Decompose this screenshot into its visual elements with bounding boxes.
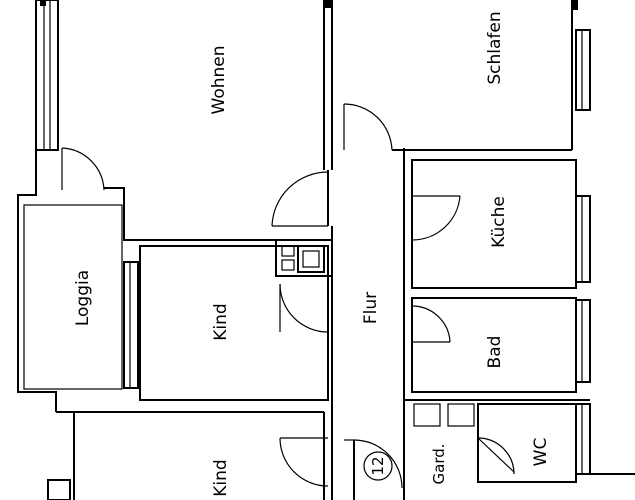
gard-wc-area bbox=[404, 399, 635, 483]
label-kind-upper: Kind bbox=[211, 303, 231, 340]
schlafen-door bbox=[343, 103, 572, 151]
entrance-door bbox=[344, 439, 403, 500]
unit-number-badge: 12 bbox=[363, 451, 393, 481]
kind-room-lower bbox=[47, 411, 325, 500]
kueche-room bbox=[411, 159, 591, 289]
label-kueche: Küche bbox=[489, 196, 509, 248]
label-flur: Flur bbox=[361, 292, 381, 324]
kind-room-upper bbox=[139, 239, 329, 401]
wohnen-right-wall bbox=[323, 0, 333, 170]
kind-lower-door bbox=[279, 437, 329, 487]
bad-door bbox=[411, 305, 451, 343]
unit-number: 12 bbox=[369, 456, 387, 475]
kind-upper-door bbox=[279, 283, 329, 333]
label-wc: WC bbox=[531, 438, 551, 467]
label-kind-lower: Kind bbox=[211, 459, 231, 496]
wohnen-door bbox=[271, 170, 329, 227]
left-exterior-wall-upper bbox=[35, 0, 59, 151]
schlafen-right-wall bbox=[571, 0, 591, 150]
loggia-window bbox=[123, 261, 139, 389]
flur-walls bbox=[331, 148, 405, 500]
bad-room bbox=[411, 297, 591, 393]
label-schlafen: Schlafen bbox=[485, 11, 505, 84]
label-gard: Gard. bbox=[430, 443, 448, 484]
label-loggia: Loggia bbox=[73, 270, 93, 326]
label-bad: Bad bbox=[485, 336, 505, 369]
kueche-door bbox=[411, 195, 461, 241]
loggia-outline bbox=[17, 147, 140, 412]
label-wohnen: Wohnen bbox=[209, 46, 229, 115]
